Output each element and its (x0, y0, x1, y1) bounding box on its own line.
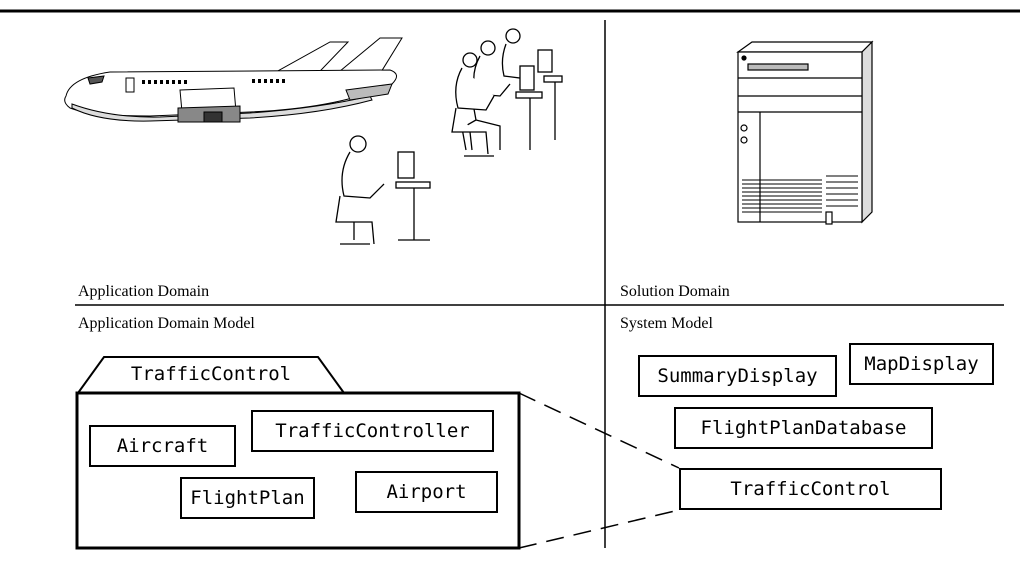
application-domain-model-label: Application Domain Model (78, 315, 255, 332)
air-traffic-controllers-illustration (335, 28, 563, 245)
package-body (75, 391, 521, 550)
mapping-line-top (518, 392, 680, 469)
class-map-display: MapDisplay (849, 343, 994, 385)
package-name: TrafficControl (130, 363, 292, 385)
package-tab (77, 356, 345, 394)
class-traffic-control: TrafficControl (679, 468, 942, 510)
class-traffic-controller: TrafficController (251, 410, 494, 452)
class-aircraft: Aircraft (89, 425, 236, 467)
class-airport: Airport (355, 471, 498, 513)
class-summary-display: SummaryDisplay (638, 355, 837, 397)
class-flight-plan: FlightPlan (180, 477, 315, 519)
application-domain-label: Application Domain (78, 283, 210, 300)
mapping-line-bottom (518, 509, 680, 549)
class-flight-plan-database: FlightPlanDatabase (674, 407, 933, 449)
system-model-label: System Model (620, 315, 713, 332)
solution-domain-label: Solution Domain (620, 283, 730, 300)
airplane-illustration (64, 37, 403, 123)
server-computer-illustration (736, 40, 874, 225)
